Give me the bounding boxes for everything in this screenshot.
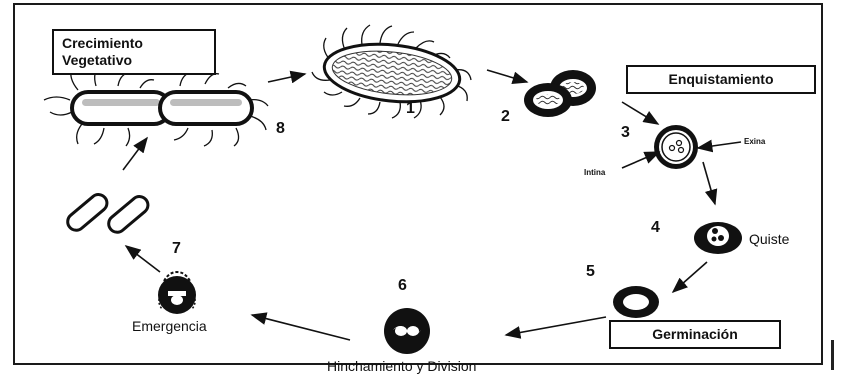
arrow-5-to-6 <box>506 317 606 335</box>
emerged-cells-icon <box>64 191 151 236</box>
exina-pointer <box>698 142 741 148</box>
crecimiento-vegetativo-label: Crecimiento Vegetativo <box>52 29 216 75</box>
stage3-cyst-icon <box>654 125 698 169</box>
stage-number-7: 7 <box>172 240 181 258</box>
stage-number-3: 3 <box>621 124 630 142</box>
stage5-ring-icon <box>613 286 659 318</box>
enquistamiento-label: Enquistamiento <box>626 65 816 94</box>
stage-number-2: 2 <box>501 108 510 126</box>
stage1-cell-icon <box>312 25 471 118</box>
arrow-1-to-2 <box>487 70 527 82</box>
arrow-7-to-cells <box>126 246 160 272</box>
stage4-cyst-icon <box>694 222 742 254</box>
quiste-label: Quiste <box>749 231 789 247</box>
stage-number-4: 4 <box>651 219 660 237</box>
crecimiento-line2: Vegetativo <box>62 52 206 69</box>
crecimiento-line1: Crecimiento <box>62 35 206 52</box>
arrow-4-to-5 <box>673 262 707 292</box>
stage-number-6: 6 <box>398 277 407 295</box>
stage2-cells-icon <box>524 70 596 117</box>
exina-label: Exina <box>744 137 765 146</box>
hinchamiento-label: Hinchamiento y Division <box>327 358 476 374</box>
arrow-3-to-4 <box>703 162 715 204</box>
intina-pointer <box>622 152 659 168</box>
stage-number-1: 1 <box>406 100 415 118</box>
intina-label: Intina <box>584 168 605 177</box>
arrow-8-to-1 <box>268 74 305 82</box>
arrow-2-to-3 <box>622 102 658 124</box>
arrow-cells-to-8 <box>123 138 147 170</box>
arrow-6-to-7 <box>252 315 350 340</box>
germinacion-label: Germinación <box>609 320 781 349</box>
stage8-dividing-cells-icon <box>44 66 268 146</box>
stage-number-8: 8 <box>276 120 285 138</box>
emergencia-label: Emergencia <box>132 318 207 334</box>
stage7-emergence-icon <box>158 272 196 314</box>
stage6-dividing-cell-icon <box>384 308 430 354</box>
stage-number-5: 5 <box>586 263 595 281</box>
